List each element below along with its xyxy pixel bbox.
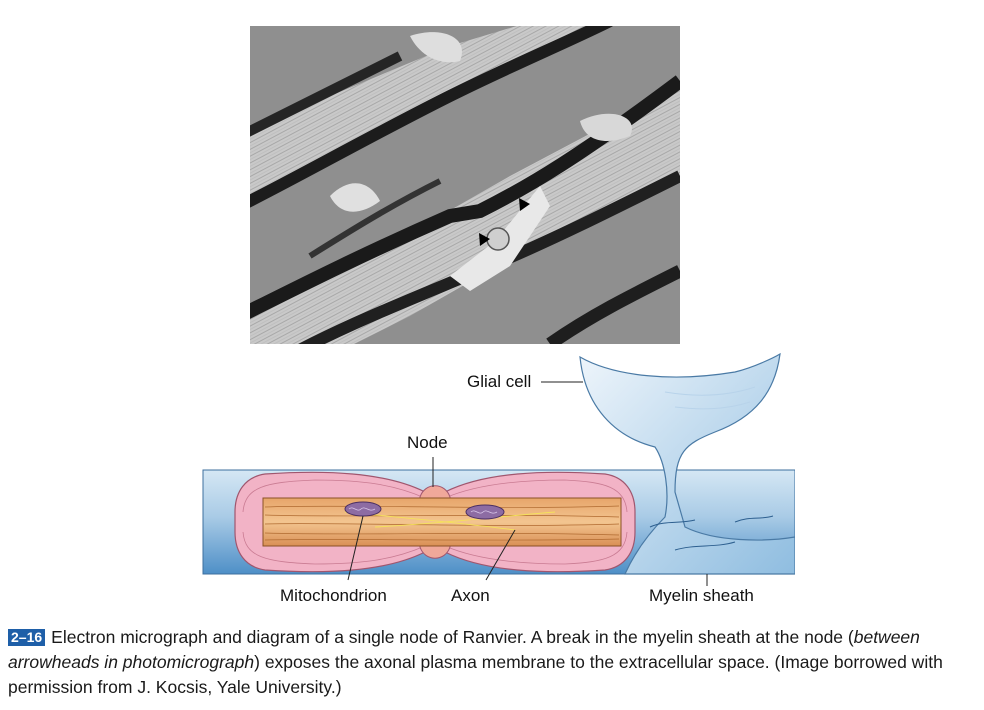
mitochondrion-icon	[344, 501, 382, 517]
glial-cell-label: Glial cell	[467, 372, 532, 391]
electron-micrograph	[250, 26, 680, 344]
axon-label: Axon	[451, 586, 490, 605]
figure-number: 2–16	[8, 629, 46, 646]
arrowhead-icon	[479, 233, 490, 246]
myelin-sheath-label: Myelin sheath	[649, 586, 754, 605]
node-label: Node	[407, 433, 448, 452]
node-of-ranvier-diagram	[202, 352, 795, 586]
figure-caption: 2–16 Electron micrograph and diagram of a…	[8, 625, 974, 700]
mitochondrion-icon	[465, 504, 505, 520]
caption-italic: between arrowheads in photomicrograph	[8, 627, 920, 672]
mitochondrion-label: Mitochondrion	[280, 586, 387, 605]
micrograph-image	[250, 26, 680, 344]
caption-text-2: ) exposes the axonal plasma membrane to …	[8, 652, 943, 697]
caption-text-1: Electron micrograph and diagram of a sin…	[51, 627, 854, 647]
arrowhead-icon	[519, 198, 530, 211]
